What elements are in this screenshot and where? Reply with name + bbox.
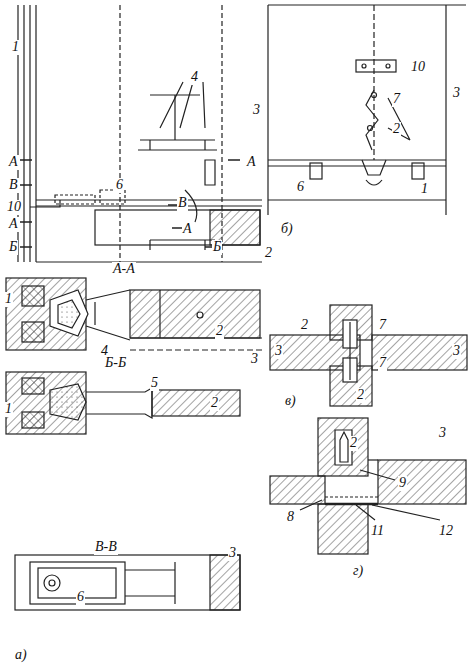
callout-number: 10 xyxy=(410,60,426,75)
section-mark: А xyxy=(182,222,193,237)
callout-number: 9 xyxy=(398,476,407,491)
callout-number: 3 xyxy=(274,344,283,359)
section-b-b xyxy=(6,372,240,434)
callout-number: 6 xyxy=(115,178,124,193)
callout-number: 3 xyxy=(452,86,461,101)
callout-number: 1 xyxy=(4,292,13,307)
callout-number: 7 xyxy=(378,318,387,333)
callout-number: 6 xyxy=(296,180,305,195)
view-label: г) xyxy=(352,564,364,579)
section-v xyxy=(270,305,467,406)
elevation-b xyxy=(268,5,466,215)
section-mark: А xyxy=(246,155,257,170)
section-mark: Б-Б xyxy=(104,356,127,371)
section-mark: В xyxy=(177,196,188,211)
view-label: а) xyxy=(14,648,28,663)
callout-number: 2 xyxy=(210,396,219,411)
section-mark: Б xyxy=(212,240,222,255)
callout-number: 2 xyxy=(392,122,401,137)
callout-number: 11 xyxy=(370,524,385,539)
callout-number: 3 xyxy=(250,352,259,367)
section-mark: А-А xyxy=(112,262,136,277)
section-mark: А xyxy=(8,155,19,170)
callout-number: 2 xyxy=(349,436,358,451)
callout-number: 1 xyxy=(11,40,20,55)
callout-number: 2 xyxy=(215,324,224,339)
callout-number: 7 xyxy=(392,92,401,107)
plan-view xyxy=(18,5,262,262)
callout-number: 3 xyxy=(438,426,447,441)
view-label: б) xyxy=(280,222,294,237)
callout-number: 3 xyxy=(252,103,261,118)
callout-number: 3 xyxy=(228,546,237,561)
callout-number: 4 xyxy=(190,70,199,85)
section-a-a xyxy=(6,278,262,350)
callout-number: 10 xyxy=(6,200,22,215)
section-g xyxy=(270,418,466,554)
callout-number: 2 xyxy=(300,318,309,333)
callout-number: 12 xyxy=(438,524,454,539)
section-v-v xyxy=(15,555,240,610)
callout-number: 6 xyxy=(76,590,85,605)
callout-number: 7 xyxy=(378,356,387,371)
view-label: в) xyxy=(284,394,297,409)
section-mark: В xyxy=(8,178,19,193)
callout-number: 8 xyxy=(286,510,295,525)
callout-number: 5 xyxy=(150,376,159,391)
callout-number: 3 xyxy=(452,344,461,359)
section-mark: В-В xyxy=(94,540,118,555)
callout-number: 2 xyxy=(356,388,365,403)
section-mark: А xyxy=(8,217,19,232)
callout-number: 2 xyxy=(264,246,273,261)
callout-number: 1 xyxy=(4,402,13,417)
section-mark: Б xyxy=(8,240,18,255)
callout-number: 1 xyxy=(420,182,429,197)
